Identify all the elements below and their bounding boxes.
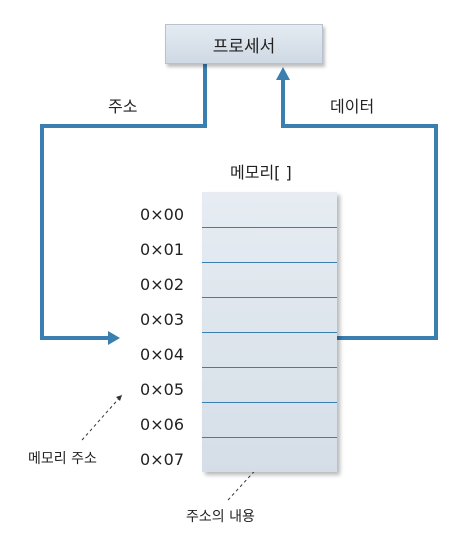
address-label: 0×04 [140,345,184,364]
address-arrow-label: 주소 [108,97,138,116]
address-content-annotation: 주소의 내용 [186,509,255,525]
memory-cell-divider [202,297,337,298]
memory-address-annotation: 메모리 주소 [28,451,97,467]
address-label: 0×00 [140,205,184,224]
memory-cell-divider [202,367,337,368]
data-arrow-path [281,80,438,340]
memory-block [202,192,337,472]
address-arrowhead [108,331,120,345]
address-label: 0×02 [140,275,184,294]
processor-box: 프로세서 [165,24,323,64]
memory-address-pointer [81,394,123,441]
memory-cell-divider [202,227,337,228]
data-arrowhead [276,67,290,80]
data-arrow-label: 데이터 [330,97,375,116]
address-label: 0×05 [140,380,184,399]
processor-label: 프로세서 [212,36,276,57]
address-label: 0×01 [140,240,184,259]
memory-title: 메모리[ ] [230,163,292,182]
address-label: 0×06 [140,415,184,434]
memory-cell-divider [202,332,337,333]
memory-cell-divider [202,262,337,263]
address-label: 0×03 [140,310,184,329]
memory-cell-divider [202,402,337,403]
memory-address-pointer-head [116,395,122,401]
memory-cell-divider [202,437,337,438]
address-arrow-path [40,64,207,340]
address-label: 0×07 [140,450,184,469]
